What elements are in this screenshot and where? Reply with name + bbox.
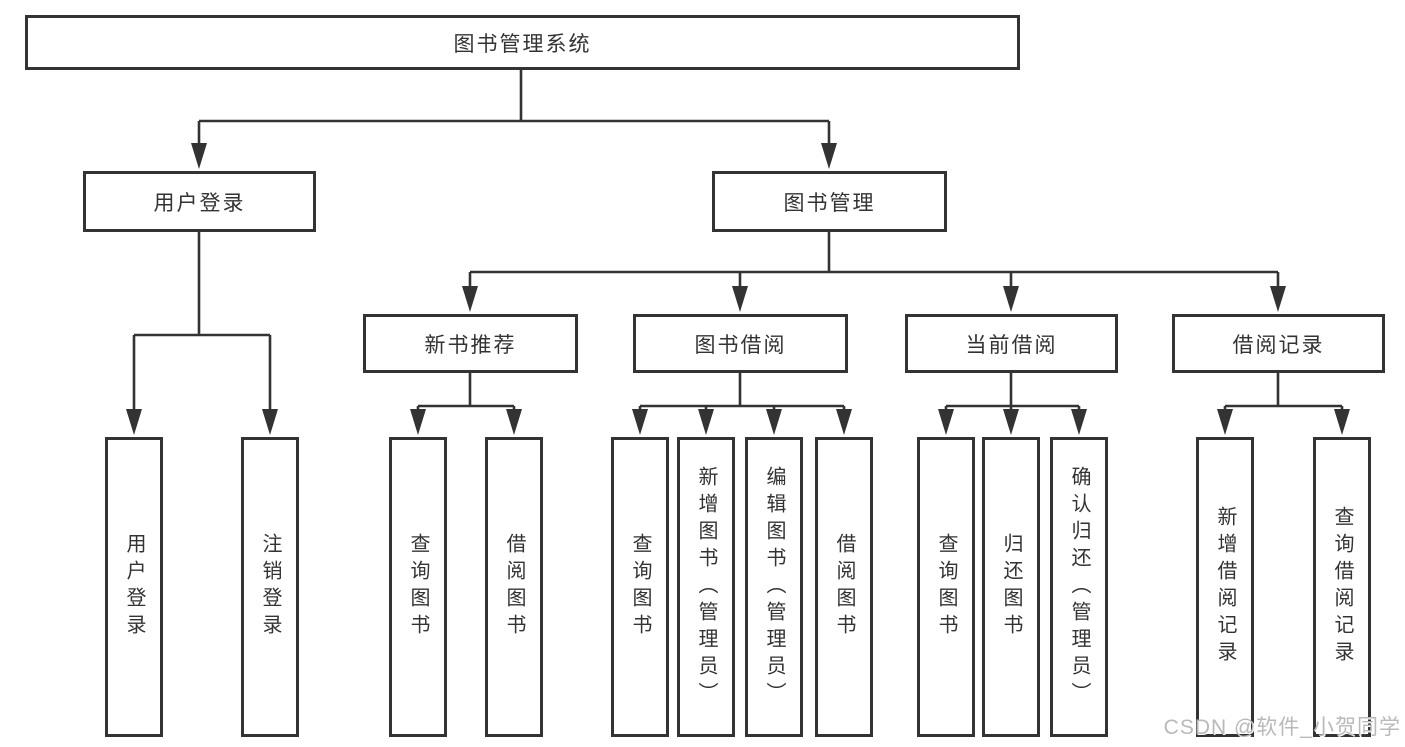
leaf-edit-books-admin: 编辑图书（管理员） [745, 437, 803, 737]
node-label: 用户登录 [123, 533, 145, 641]
leaf-query-books-1: 查询图书 [389, 437, 447, 737]
connector-current-borrow-to-leaves [938, 373, 1087, 435]
arrow-down-icon [1217, 409, 1233, 435]
leaf-add-borrow-record: 新增借阅记录 [1196, 437, 1254, 737]
node-label: 查询借阅记录 [1331, 506, 1353, 668]
leaf-borrow-books-2: 借阅图书 [815, 437, 873, 737]
node-user-login: 用户登录 [83, 171, 316, 232]
connector-book-borrow-to-leaves [632, 373, 852, 435]
arrow-down-icon [836, 409, 852, 435]
leaf-user-login: 用户登录 [105, 437, 163, 737]
node-book-borrow: 图书借阅 [633, 314, 848, 373]
arrow-down-icon [126, 409, 142, 435]
node-label: 用户登录 [153, 191, 246, 215]
node-label: 查询图书 [935, 533, 957, 641]
node-borrow-record: 借阅记录 [1172, 314, 1385, 373]
node-label: 借阅图书 [833, 533, 855, 641]
node-label: 图书借阅 [694, 333, 787, 357]
leaf-add-books-admin: 新增图书（管理员） [677, 437, 735, 737]
node-label: 查询图书 [629, 533, 651, 641]
arrow-down-icon [766, 409, 782, 435]
node-label: 归还图书 [1000, 533, 1022, 641]
csdn-watermark: CSDN @软件_小贺同学 [1163, 716, 1401, 739]
arrow-down-icon [462, 286, 478, 312]
node-label: 新增图书（管理员） [695, 465, 717, 709]
leaf-query-borrow-record: 查询借阅记录 [1313, 437, 1371, 737]
arrow-down-icon [938, 409, 954, 435]
node-label: 编辑图书（管理员） [763, 465, 785, 709]
arrow-down-icon [698, 409, 714, 435]
node-label: 确认归还（管理员） [1068, 465, 1090, 709]
leaf-return-books: 归还图书 [982, 437, 1040, 737]
node-label: 图书管理 [783, 191, 876, 215]
node-root-system: 图书管理系统 [25, 15, 1020, 70]
node-label: 新增借阅记录 [1214, 506, 1236, 668]
arrow-down-icon [262, 409, 278, 435]
leaf-confirm-return-admin: 确认归还（管理员） [1050, 437, 1108, 737]
node-label: 新书推荐 [424, 333, 517, 357]
node-label: 查询图书 [407, 533, 429, 641]
leaf-logout: 注销登录 [241, 437, 299, 737]
leaf-query-books-2: 查询图书 [611, 437, 669, 737]
arrow-down-icon [191, 143, 207, 169]
node-current-borrow: 当前借阅 [905, 314, 1118, 373]
arrow-down-icon [1003, 409, 1019, 435]
connector-new-book-to-leaves [410, 373, 522, 435]
leaf-query-books-3: 查询图书 [917, 437, 975, 737]
arrow-down-icon [1003, 286, 1019, 312]
node-label: 借阅图书 [503, 533, 525, 641]
arrow-down-icon [1334, 409, 1350, 435]
arrow-down-icon [821, 143, 837, 169]
connector-root-to-level2 [191, 70, 837, 169]
node-new-book-recommend: 新书推荐 [363, 314, 578, 373]
node-label: 当前借阅 [965, 333, 1058, 357]
arrow-down-icon [410, 409, 426, 435]
connector-book-management-to-level3 [462, 232, 1286, 312]
node-label: 注销登录 [259, 533, 281, 641]
node-book-management: 图书管理 [712, 171, 947, 232]
arrow-down-icon [632, 409, 648, 435]
node-label: 图书管理系统 [453, 32, 592, 56]
leaf-borrow-books-1: 借阅图书 [485, 437, 543, 737]
connector-borrow-record-to-leaves [1217, 373, 1350, 435]
arrow-down-icon [506, 409, 522, 435]
connector-user-login-to-leaves [126, 232, 278, 435]
arrow-down-icon [732, 286, 748, 312]
arrow-down-icon [1071, 409, 1087, 435]
arrow-down-icon [1270, 286, 1286, 312]
node-label: 借阅记录 [1232, 333, 1325, 357]
